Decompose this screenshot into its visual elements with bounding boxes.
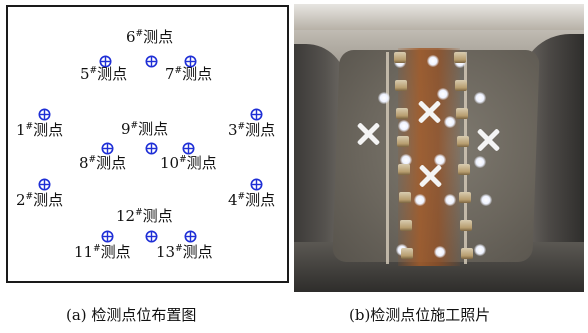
measurement-point-layout-diagram: 6#测点 5#测点 7#测点 1#测点 3#测点 9#测点 8#测点 10#测点 2#测点 4#测…	[6, 5, 289, 283]
measuring-point-label-2: 2#测点	[16, 193, 63, 208]
measuring-point-label-1: 1#测点	[16, 123, 63, 138]
photo-measuring-point-mark	[474, 244, 486, 256]
photo-top-rim	[294, 4, 584, 30]
photo-anchor-clamp	[401, 248, 413, 259]
photo-anchor-clamp	[394, 52, 406, 63]
photo-cross-mark	[356, 122, 380, 146]
photo-tape-left	[386, 52, 389, 264]
measuring-point-label-9: 9#测点	[121, 122, 168, 137]
photo-measuring-point-mark	[434, 246, 446, 258]
photo-cross-mark	[417, 100, 441, 124]
photo-anchor-clamp	[396, 108, 408, 119]
photo-measuring-point-mark	[444, 194, 456, 206]
photo-anchor-clamp	[400, 220, 412, 231]
photo-measuring-point-mark	[474, 92, 486, 104]
photo-cross-mark	[418, 164, 442, 188]
photo-measuring-point-mark	[398, 120, 410, 132]
photo-cross-mark	[476, 128, 500, 152]
measuring-point-label-8: 8#测点	[79, 156, 126, 171]
measuring-point-label-6: 6#测点	[126, 30, 173, 45]
measuring-point-label-12: 12#测点	[116, 209, 173, 224]
photo-measuring-point-mark	[427, 55, 439, 67]
photo-measuring-point-mark	[437, 88, 449, 100]
photo-measuring-point-mark	[474, 156, 486, 168]
measuring-point-label-7: 7#测点	[165, 67, 212, 82]
photo-anchor-clamp	[461, 248, 473, 259]
photo-anchor-clamp	[397, 136, 409, 147]
photo-anchor-clamp	[459, 192, 471, 203]
photo-anchor-clamp	[399, 192, 411, 203]
photo-anchor-clamp	[460, 220, 472, 231]
photo-measuring-point-mark	[414, 194, 426, 206]
photo-anchor-clamp	[455, 80, 467, 91]
construction-photo	[294, 4, 584, 292]
photo-anchor-clamp	[458, 164, 470, 175]
photo-anchor-clamp	[454, 52, 466, 63]
photo-anchor-clamp	[456, 108, 468, 119]
photo-measuring-point-mark	[444, 116, 456, 128]
photo-anchor-clamp	[395, 80, 407, 91]
measuring-point-label-11: 11#测点	[74, 245, 131, 260]
measuring-point-label-5: 5#测点	[80, 67, 127, 82]
measuring-point-label-3: 3#测点	[228, 123, 275, 138]
measuring-point-label-10: 10#测点	[160, 156, 217, 171]
photo-measuring-point-mark	[480, 194, 492, 206]
photo-anchor-clamp	[457, 136, 469, 147]
photo-measuring-point-mark	[378, 92, 390, 104]
measuring-point-label-4: 4#测点	[228, 193, 275, 208]
caption-a: (a) 检测点位布置图	[66, 306, 196, 324]
measuring-point-label-13: 13#测点	[156, 245, 213, 260]
photo-anchor-clamp	[398, 164, 410, 175]
caption-b: (b)检测点位施工照片	[349, 306, 490, 324]
